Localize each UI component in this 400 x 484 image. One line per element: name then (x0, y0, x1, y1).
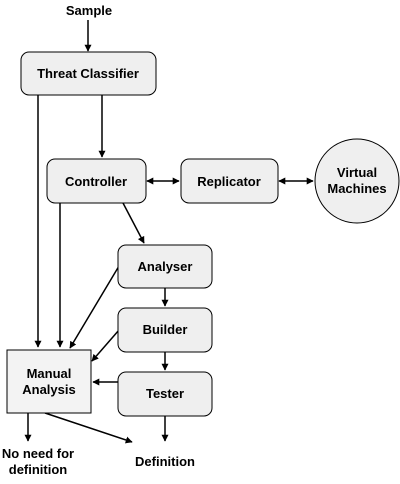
controller-label: Controller (65, 174, 127, 189)
node-controller: Controller (46, 158, 147, 204)
node-analyser: Analyser (117, 244, 213, 289)
builder-label: Builder (143, 322, 188, 337)
node-threat-classifier: Threat Classifier (20, 51, 157, 96)
analyser-label: Analyser (138, 259, 193, 274)
node-tester: Tester (117, 371, 213, 417)
manual-analysis-label-line1: Manual (27, 366, 72, 381)
node-replicator: Replicator (180, 158, 279, 204)
node-manual-analysis: Manual Analysis (6, 349, 92, 414)
definition-label: Definition (135, 454, 195, 469)
tester-label: Tester (146, 386, 184, 401)
edge-controller-to-analyser (122, 202, 145, 244)
edge-manual-to-definition (44, 412, 133, 444)
node-builder: Builder (117, 307, 213, 353)
edge-builder-to-manual (91, 329, 120, 362)
edges (24, 20, 314, 444)
node-virtual-machines: Virtual Machines (314, 138, 400, 224)
threat-classifier-label: Threat Classifier (37, 66, 139, 81)
no-need-label-line2: definition (9, 462, 68, 477)
edge-analyser-to-manual (69, 265, 120, 349)
sample-label: Sample (66, 3, 112, 18)
no-need-label-line1: No need for (2, 446, 74, 461)
virtual-machines-label-line1: Virtual (337, 165, 377, 180)
manual-analysis-label-line2: Analysis (22, 382, 75, 397)
replicator-label: Replicator (197, 174, 261, 189)
virtual-machines-label-line2: Machines (327, 181, 386, 196)
